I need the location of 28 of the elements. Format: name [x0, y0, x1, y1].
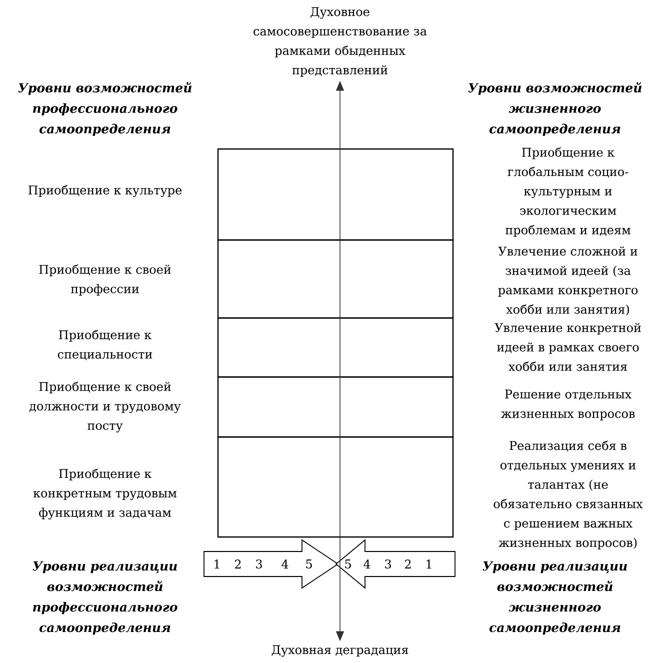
level-label: Приобщение к своей должности и трудовому посту: [30, 382, 181, 432]
column-heading: Уровни возможностей профессионального самоопределения: [18, 82, 192, 136]
level-number: 4: [282, 560, 288, 568]
level-label: Приобщение к культуре: [28, 185, 182, 197]
level-number: 2: [235, 560, 241, 568]
level-label: Решение отдельных жизненных вопросов: [500, 390, 635, 420]
column-heading: Уровни реализации возможностей жизненного самоопределения: [482, 561, 627, 635]
level-number: 2: [405, 560, 411, 568]
level-number: 3: [385, 559, 391, 569]
column-heading: Уровни возможностей жизненного самоопределения: [468, 82, 642, 136]
level-number: 1: [426, 560, 432, 568]
level-label: Увлечение конкретной идеей в рамках своего хобби или занятия: [494, 323, 641, 371]
level-label: Приобщение к своей профессии: [39, 264, 171, 296]
level-number: 5: [345, 560, 351, 568]
level-label: Приобщение к глобальным социо-культурным и экологическим проблемам и идеям: [506, 147, 630, 237]
level-number: 3: [256, 559, 262, 569]
pole-label: Духовное самосовершенствование за рамками обыденных представлений: [254, 7, 427, 77]
level-label: Реализация себя в отдельных умениях и талантах (не обязательно связанных с решением важных жизненных вопросов): [494, 440, 643, 550]
pole-label: Духовная деградация: [272, 645, 408, 657]
level-label: Приобщение к специальности: [58, 330, 152, 360]
level-number: 4: [364, 560, 370, 568]
level-label: Увлечение сложной и значимой идеей (за рамками конкретного хобби или занятия): [498, 246, 638, 316]
level-scale: [335, 539, 456, 589]
level-number: 1: [214, 560, 220, 568]
level-scale: [204, 539, 339, 589]
column-heading: Уровни реализации возможностей профессионального самоопределения: [32, 561, 178, 635]
level-label: Приобщение к конкретным трудовым функциям и задачам: [33, 468, 177, 520]
level-number: 5: [306, 560, 312, 568]
